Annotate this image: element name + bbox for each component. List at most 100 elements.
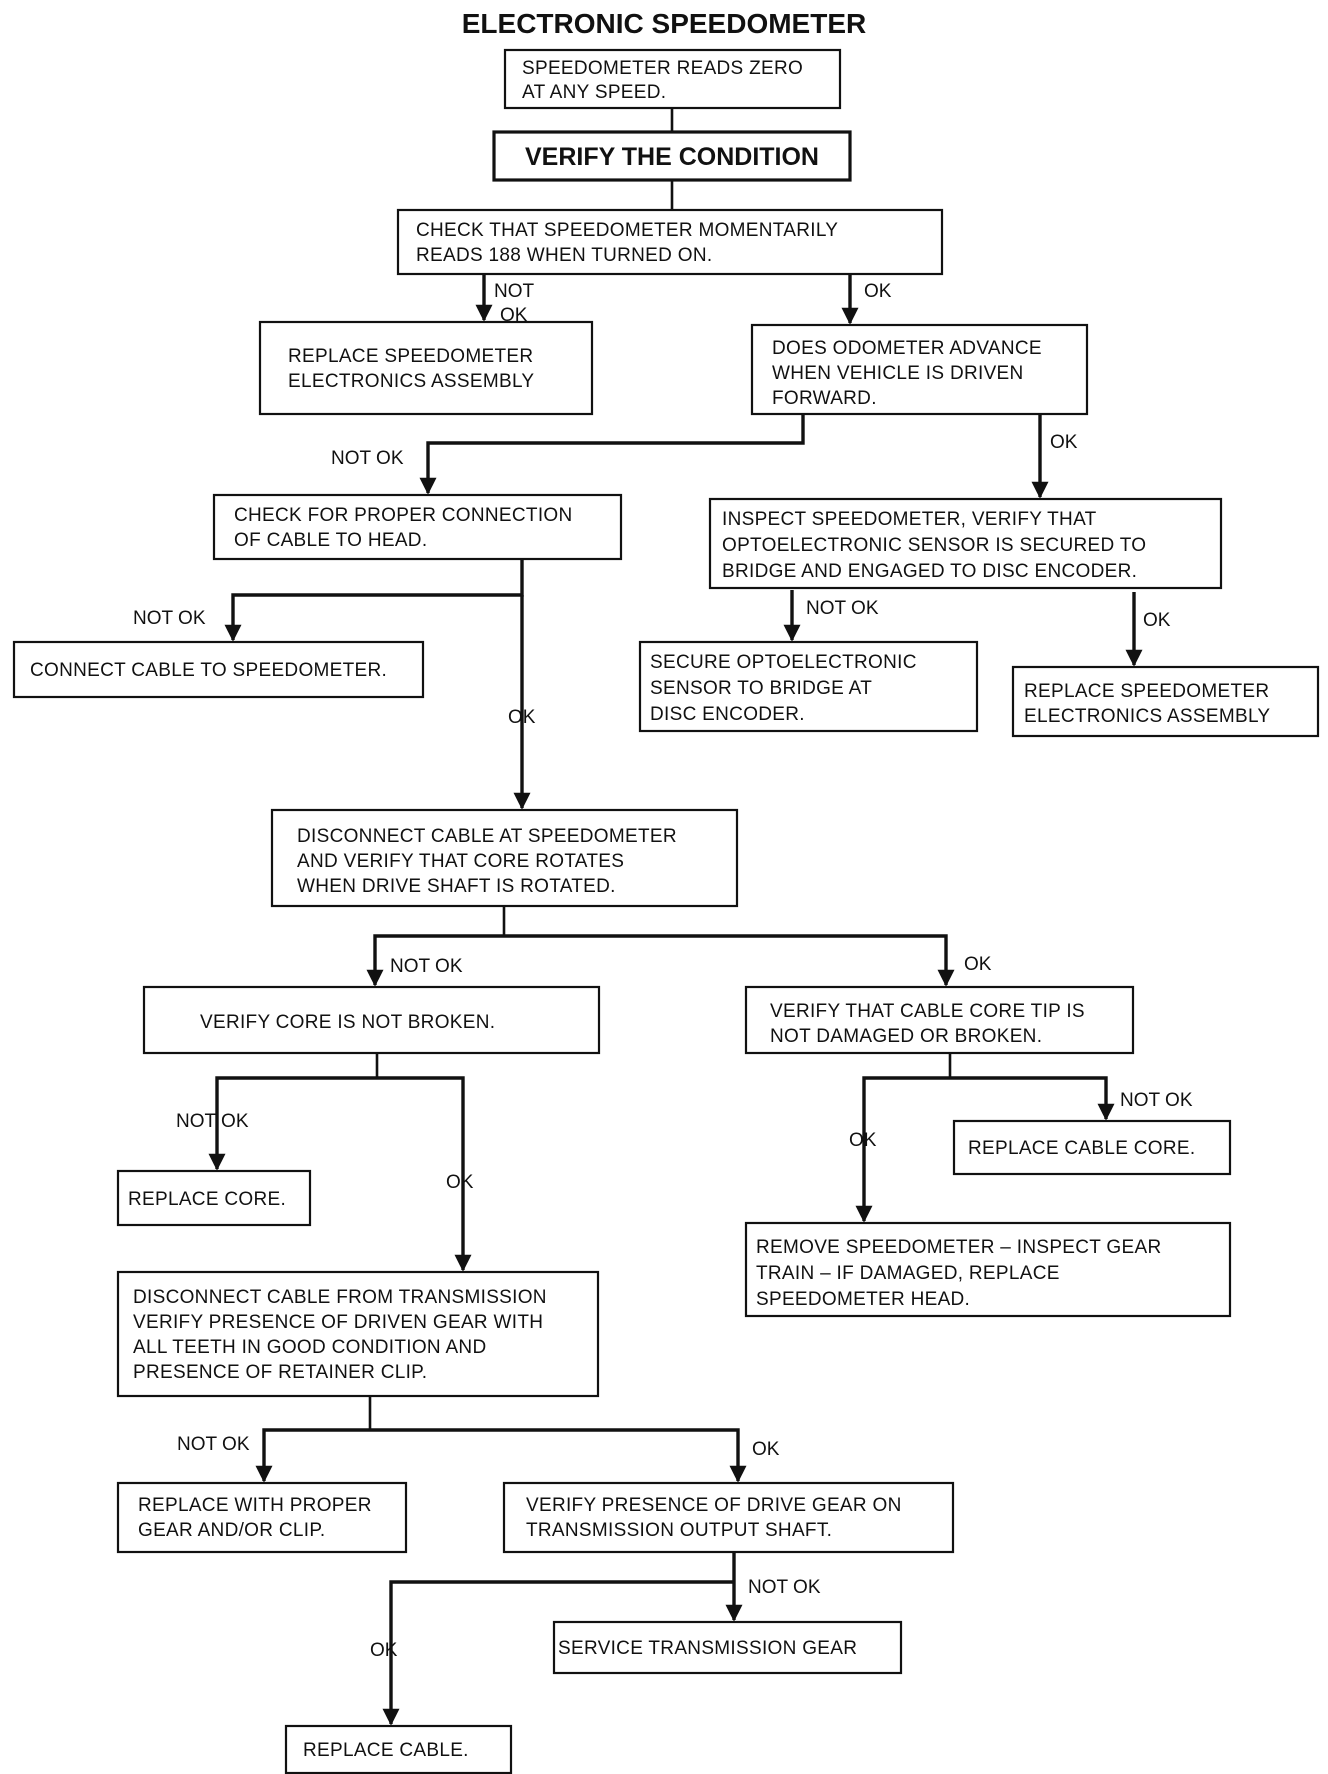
box-text-line: NOT DAMAGED OR BROKEN. (770, 1026, 1042, 1047)
box-text: REPLACE CABLE CORE. (968, 1138, 1195, 1159)
box-text-line: TRAIN – IF DAMAGED, REPLACE (756, 1263, 1060, 1284)
label-not-ok: NOT OK (748, 1577, 821, 1598)
arrow-not-ok (255, 1428, 370, 1483)
box-text-line: CHECK THAT SPEEDOMETER MOMENTARILY (416, 220, 838, 241)
box-text: VERIFY THE CONDITION (525, 143, 819, 171)
diagram-title: ELECTRONIC SPEEDOMETER (462, 8, 866, 39)
arrow-not-ok (950, 1076, 1115, 1121)
label-not-ok: NOT OK (133, 608, 206, 629)
label-ok: OK (964, 954, 992, 975)
box-text-line: DISCONNECT CABLE FROM TRANSMISSION (133, 1287, 547, 1308)
arrow-ok (370, 1428, 747, 1483)
box-text-line: READS 188 WHEN TURNED ON. (416, 245, 712, 266)
arrow-ok (377, 1076, 472, 1272)
box-text-line: REPLACE CABLE. (303, 1740, 469, 1761)
label-not-ok: NOT OK (177, 1434, 250, 1455)
arrow-ok (382, 1580, 734, 1726)
box-text: CONNECT CABLE TO SPEEDOMETER. (30, 660, 387, 681)
box-text-line: SENSOR TO BRIDGE AT (650, 678, 872, 699)
box-text-line: CHECK FOR PROPER CONNECTION (234, 505, 573, 526)
box-text-line: GEAR AND/OR CLIP. (138, 1520, 325, 1541)
box-text: VERIFY THAT CABLE CORE TIP IS NOT DAMAGED… (770, 1001, 1085, 1047)
box-text-line: DISC ENCODER. (650, 704, 805, 725)
box-text-line: DISCONNECT CABLE AT SPEEDOMETER (297, 826, 677, 847)
box-text-line: AND VERIFY THAT CORE ROTATES (297, 851, 624, 872)
box-verify-the-condition: VERIFY THE CONDITION (492, 130, 852, 182)
branch-labels: NOT OK OK NOT OK OK NOT OK NOT OK OK OK … (133, 281, 1193, 1661)
arrow-not-ok (208, 1076, 377, 1171)
label-not-ok: NOT OK (176, 1111, 249, 1132)
box-replace-electronics-1: REPLACE SPEEDOMETER ELECTRONICS ASSEMBLY (258, 320, 594, 416)
box-text-line: CONNECT CABLE TO SPEEDOMETER. (30, 660, 387, 681)
box-service-transmission-gear: SERVICE TRANSMISSION GEAR (552, 1620, 903, 1675)
label-ok: OK (1143, 610, 1171, 631)
box-text: VERIFY CORE IS NOT BROKEN. (200, 1012, 495, 1033)
box-text-line: REPLACE WITH PROPER (138, 1495, 372, 1516)
label-ok: OK (752, 1439, 780, 1460)
arrow-ok (504, 934, 955, 987)
label-not-ok: NOT OK (331, 448, 404, 469)
box-text: REPLACE WITH PROPER GEAR AND/OR CLIP. (138, 1495, 372, 1541)
box-inspect-sensor: INSPECT SPEEDOMETER, VERIFY THAT OPTOELEC… (708, 497, 1223, 590)
box-text-line: VERIFY THAT CABLE CORE TIP IS (770, 1001, 1085, 1022)
box-text-line: REPLACE CORE. (128, 1189, 286, 1210)
arrow-not-ok (224, 559, 524, 642)
box-text-line: BRIDGE AND ENGAGED TO DISC ENCODER. (722, 561, 1137, 582)
box-text-line: AT ANY SPEED. (522, 82, 666, 103)
box-text-line: REPLACE SPEEDOMETER (1024, 681, 1269, 702)
label-ok: OK (1050, 432, 1078, 453)
box-check-reads-188: CHECK THAT SPEEDOMETER MOMENTARILY READS … (396, 208, 944, 276)
box-verify-drive-gear: VERIFY PRESENCE OF DRIVE GEAR ON TRANSMIS… (502, 1481, 955, 1554)
box-text: CHECK FOR PROPER CONNECTION OF CABLE TO H… (234, 505, 573, 551)
label-ok: OK (508, 707, 536, 728)
box-text-line: VERIFY CORE IS NOT BROKEN. (200, 1012, 495, 1033)
box-text-line: ELECTRONICS ASSEMBLY (288, 371, 534, 392)
box-text-line: INSPECT SPEEDOMETER, VERIFY THAT (722, 509, 1097, 530)
box-text: REPLACE CABLE. (303, 1740, 469, 1761)
box-text-line: SPEEDOMETER HEAD. (756, 1289, 970, 1310)
label-ok: OK (500, 305, 528, 326)
label-not-ok: NOT OK (806, 598, 879, 619)
label-ok: OK (849, 1130, 877, 1151)
label-ok: OK (370, 1640, 398, 1661)
connectors (208, 108, 1143, 1726)
box-text: DISCONNECT CABLE AT SPEEDOMETER AND VERIF… (297, 826, 677, 897)
box-text: REPLACE CORE. (128, 1189, 286, 1210)
label-ok: OK (446, 1172, 474, 1193)
box-replace-gear-clip: REPLACE WITH PROPER GEAR AND/OR CLIP. (116, 1481, 408, 1554)
box-verify-core-not-broken: VERIFY CORE IS NOT BROKEN. (142, 985, 601, 1055)
box-text: REMOVE SPEEDOMETER – INSPECT GEAR TRAIN –… (756, 1237, 1161, 1310)
arrow-ok (855, 1076, 950, 1223)
box-text: INSPECT SPEEDOMETER, VERIFY THAT OPTOELEC… (722, 509, 1146, 582)
box-replace-cable: REPLACE CABLE. (284, 1724, 513, 1774)
label-ok: OK (864, 281, 892, 302)
box-text-line: DOES ODOMETER ADVANCE (772, 338, 1042, 359)
box-text-line: VERIFY PRESENCE OF DRIVE GEAR ON (526, 1495, 902, 1516)
box-text: REPLACE SPEEDOMETER ELECTRONICS ASSEMBLY (288, 346, 534, 392)
box-text-line: TRANSMISSION OUTPUT SHAFT. (526, 1520, 832, 1541)
box-text-line: OF CABLE TO HEAD. (234, 530, 427, 551)
box-text-line: ALL TEETH IN GOOD CONDITION AND (133, 1337, 486, 1358)
box-text: CHECK THAT SPEEDOMETER MOMENTARILY READS … (416, 220, 838, 266)
box-text-line: PRESENCE OF RETAINER CLIP. (133, 1362, 427, 1383)
box-text-line: OPTOELECTRONIC SENSOR IS SECURED TO (722, 535, 1146, 556)
label-not-ok: NOT OK (390, 956, 463, 977)
box-text-line: REMOVE SPEEDOMETER – INSPECT GEAR (756, 1237, 1161, 1258)
box-text-line: VERIFY THE CONDITION (525, 143, 819, 171)
box-text-line: REPLACE SPEEDOMETER (288, 346, 533, 367)
box-text: SERVICE TRANSMISSION GEAR (558, 1638, 857, 1659)
box-text-line: FORWARD. (772, 388, 877, 409)
box-check-cable-connection: CHECK FOR PROPER CONNECTION OF CABLE TO H… (212, 493, 623, 561)
arrow-not-ok (366, 934, 504, 987)
box-replace-cable-core: REPLACE CABLE CORE. (952, 1119, 1232, 1176)
